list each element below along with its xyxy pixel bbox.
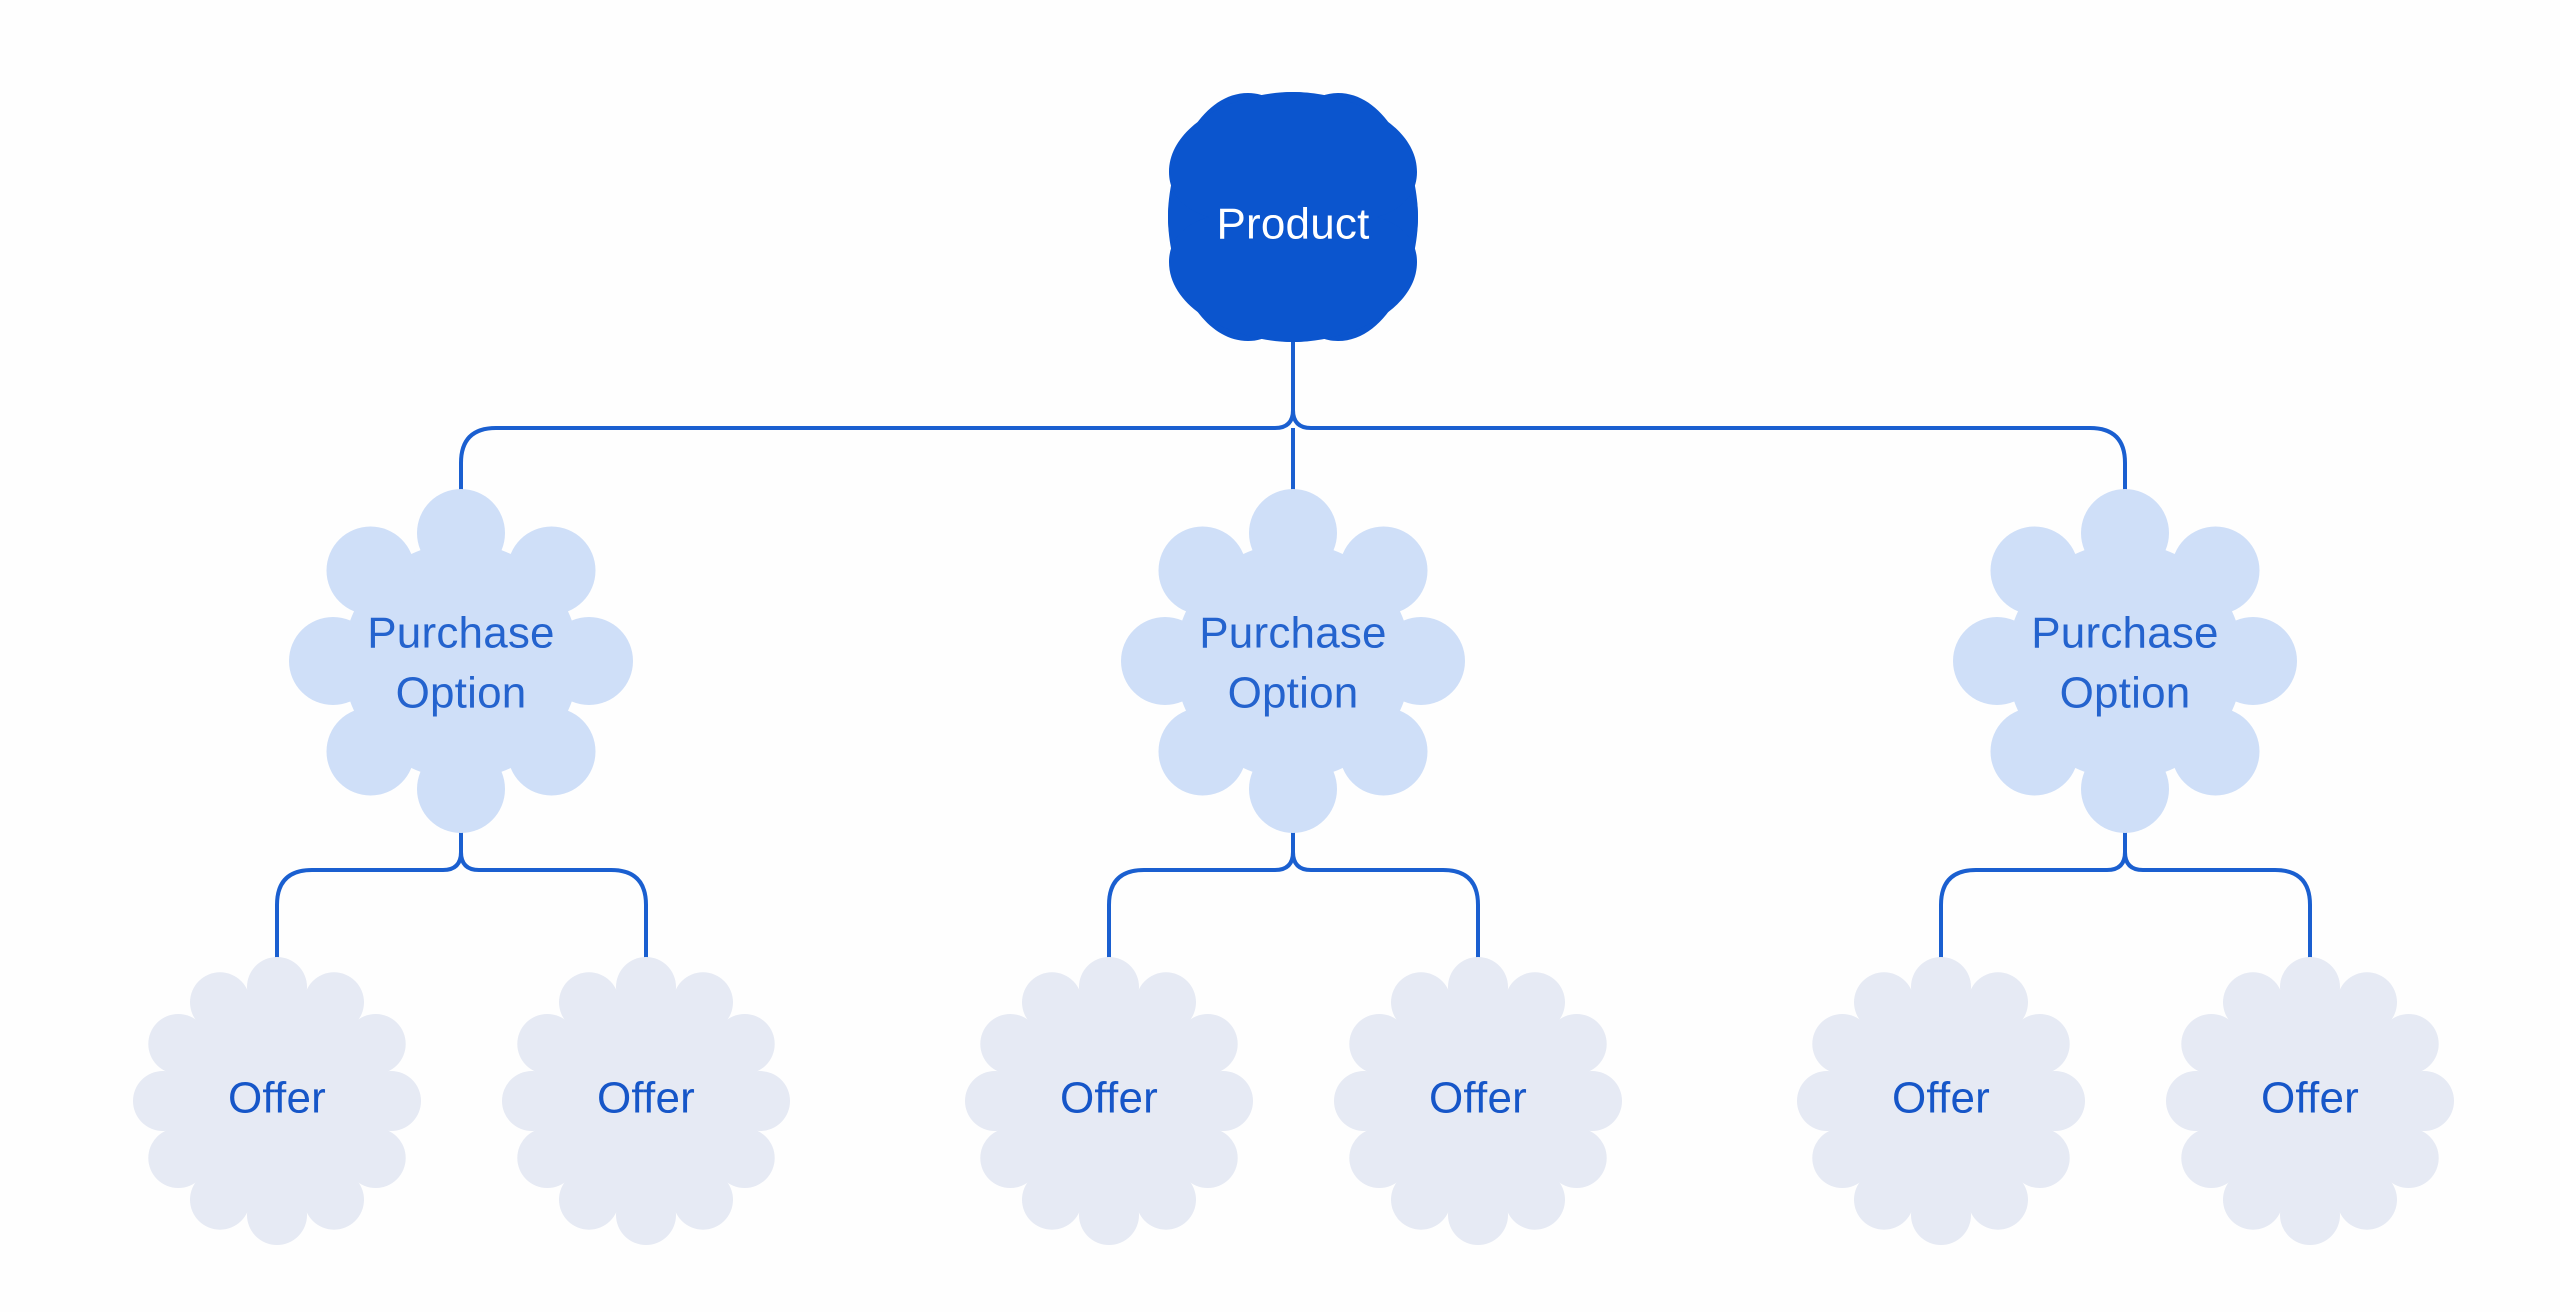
offer-2-blob-shape [502, 957, 790, 1245]
purchase-option-2-blob-shape [1121, 489, 1465, 833]
purchase-option-1-blob-shape [289, 489, 633, 833]
offer-4-blob-shape [1334, 957, 1622, 1245]
purchase-option-3-blob-shape [1953, 489, 2297, 833]
connector-product-bus-right [1291, 409, 2127, 545]
connector-product-bus-left [459, 409, 1295, 545]
node-offer-4[interactable]: Offer [1334, 957, 1622, 1245]
offer-3-blob-shape [965, 957, 1253, 1245]
offer-6-blob-shape [2166, 957, 2454, 1245]
node-offer-5[interactable]: Offer [1797, 957, 2085, 1245]
connector-option1-bus-left [275, 851, 463, 985]
node-offer-3[interactable]: Offer [965, 957, 1253, 1245]
node-offer-2[interactable]: Offer [502, 957, 790, 1245]
node-purchase-option-2[interactable]: Purchase Option [1121, 489, 1465, 833]
product-blob-overlay-left [1169, 92, 1293, 342]
connector-option2-bus-left [1107, 851, 1295, 985]
connector-option2-bus-right [1291, 851, 1480, 985]
offer-1-blob-shape [133, 957, 421, 1245]
connector-option3-bus-left [1939, 851, 2127, 985]
node-offer-1[interactable]: Offer [133, 957, 421, 1245]
node-product[interactable]: Product [1168, 92, 1418, 342]
node-purchase-option-3[interactable]: Purchase Option [1953, 489, 2297, 833]
connector-option1-bus-right [459, 851, 648, 985]
node-purchase-option-1[interactable]: Purchase Option [289, 489, 633, 833]
node-offer-6[interactable]: Offer [2166, 957, 2454, 1245]
offer-5-blob-shape [1797, 957, 2085, 1245]
connector-option3-bus-right [2123, 851, 2312, 985]
product-blob-overlay-right [1293, 92, 1417, 342]
